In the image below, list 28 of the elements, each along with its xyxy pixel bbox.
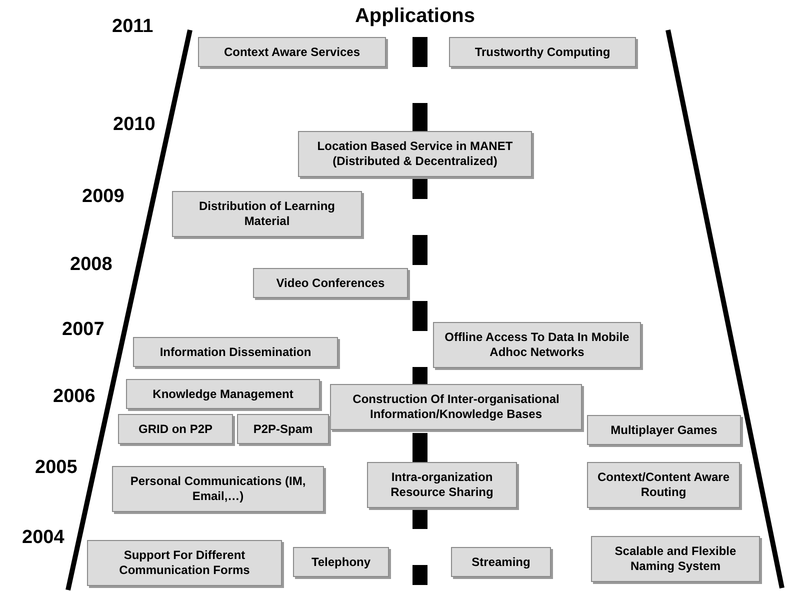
application-box: Telephony: [293, 547, 389, 577]
diagram-title: Applications: [354, 5, 476, 28]
application-box: Video Conferences: [253, 268, 408, 298]
application-box: Intra-organization Resource Sharing: [367, 462, 517, 508]
application-box: Information Dissemination: [133, 337, 338, 367]
year-label: 2005: [35, 457, 78, 479]
application-box: Construction Of Inter-organisational Information/Knowledge Bases: [330, 384, 582, 430]
application-box: Location Based Service in MANET (Distributed & Decentralized): [298, 131, 532, 177]
year-label: 2006: [53, 386, 96, 408]
application-box: P2P-Spam: [237, 414, 329, 444]
application-box: Distribution of Learning Material: [172, 191, 362, 237]
year-label: 2008: [70, 254, 112, 276]
application-box: Context/Content Aware Routing: [587, 462, 740, 508]
year-label: 2011: [112, 16, 154, 38]
year-label: 2004: [22, 527, 64, 549]
application-box: Support For Different Communication Forms: [87, 540, 282, 586]
application-box: Context Aware Services: [198, 37, 386, 67]
year-label: 2010: [113, 114, 156, 136]
application-box: Scalable and Flexible Naming System: [591, 536, 760, 582]
application-box: Trustworthy Computing: [449, 37, 636, 67]
year-label: 2009: [82, 186, 124, 208]
application-box: Multiplayer Games: [587, 415, 741, 445]
application-box: Personal Communications (IM, Email,…): [112, 466, 324, 512]
year-label: 2007: [62, 319, 104, 341]
application-box: Offline Access To Data In Mobile Adhoc Networks: [433, 322, 641, 368]
application-box: Knowledge Management: [126, 379, 320, 409]
application-box: GRID on P2P: [118, 414, 233, 444]
application-box: Streaming: [451, 547, 551, 577]
